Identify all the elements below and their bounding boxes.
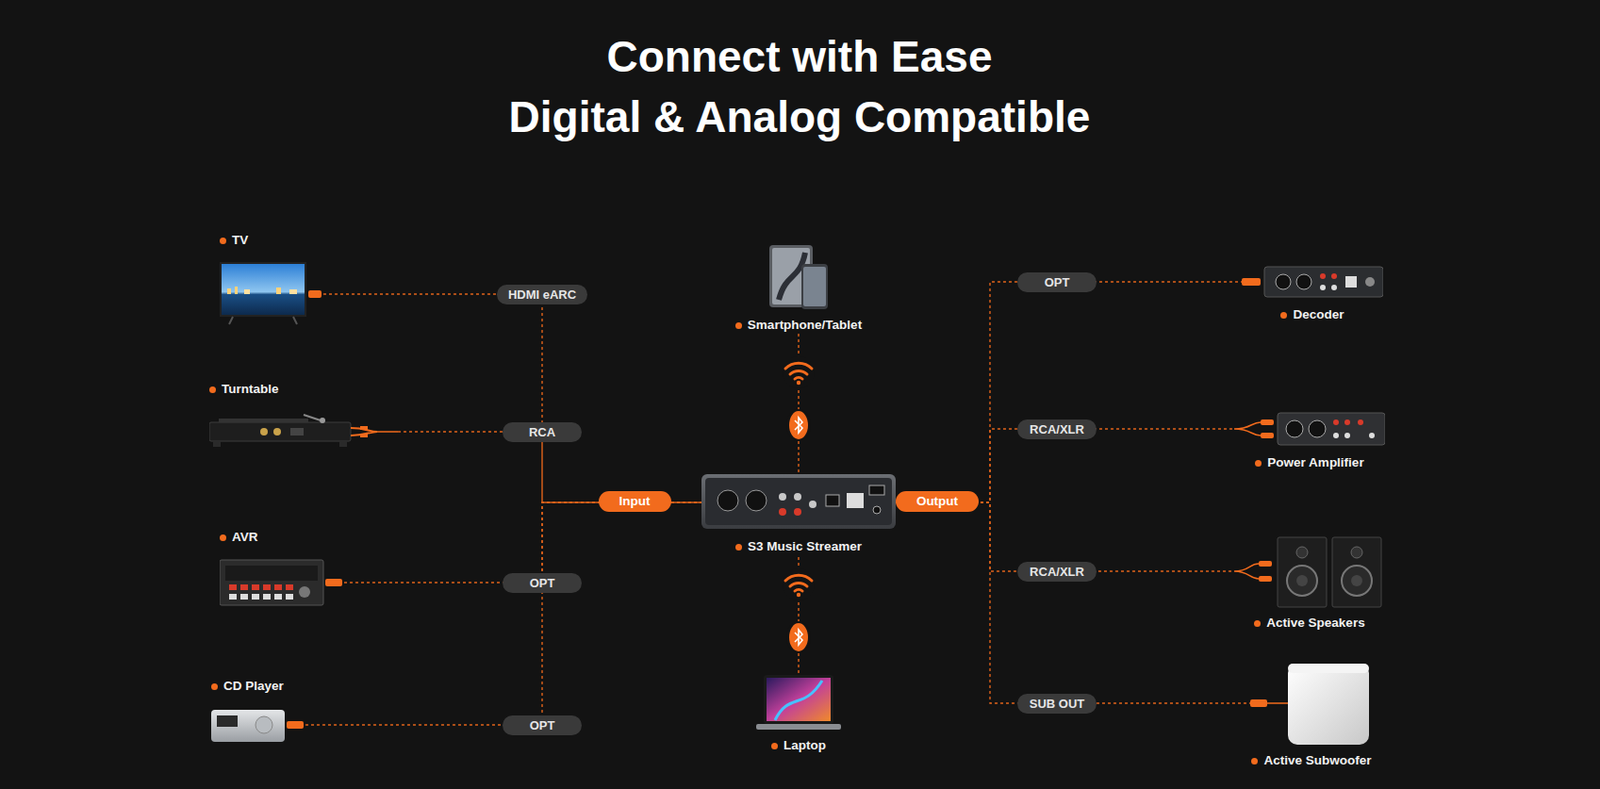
- device-illustration: [767, 243, 830, 312]
- device-label: CD Player: [211, 677, 284, 695]
- connection-pill: RCA/XLR: [1017, 561, 1097, 582]
- device-label: Decoder: [1280, 306, 1344, 324]
- device-name: Laptop: [783, 737, 826, 755]
- dashed-connector: [895, 502, 1251, 704]
- dashed-connector: [797, 555, 799, 674]
- device-name: TV: [231, 231, 248, 249]
- device-label: Laptop: [771, 737, 826, 755]
- connection-pill: OPT: [1017, 272, 1097, 293]
- device-name: Smartphone/Tablet: [747, 316, 862, 334]
- device-name: CD Player: [223, 677, 284, 695]
- device-label: S3 Music Streamer: [735, 538, 862, 556]
- device-label: Smartphone/Tablet: [735, 316, 862, 334]
- dashed-connector: [797, 333, 799, 475]
- connection-pill: OPT: [502, 715, 582, 736]
- device-label: Active Subwoofer: [1251, 752, 1371, 770]
- device-illustration: [1250, 659, 1373, 747]
- dashed-connector: [305, 502, 702, 726]
- subtitle: Digital & Analog Compatible: [509, 91, 1091, 143]
- subwoofer-device: Active Subwoofer: [1250, 659, 1373, 770]
- device-illustration: [219, 262, 324, 327]
- bullet-dot: [1254, 460, 1262, 467]
- bullet-dot: [735, 322, 743, 330]
- device-illustration: [211, 704, 306, 746]
- bullet-dot: [1253, 620, 1261, 627]
- dashed-connector: [895, 281, 1242, 503]
- device-illustration: [1234, 411, 1386, 447]
- speakers-device: Active Speakers: [1234, 533, 1386, 632]
- cd-player-device: CD Player: [211, 677, 306, 746]
- input-pill: Input: [598, 491, 672, 512]
- turntable-device: Turntable: [209, 380, 398, 451]
- output-pill: Output: [895, 491, 979, 512]
- device-label: AVR: [219, 528, 259, 546]
- streamer-device: S3 Music Streamer: [701, 474, 896, 556]
- decoder-device: Decoder: [1241, 264, 1384, 324]
- dashed-connector: [344, 502, 702, 583]
- bullet-dot: [1280, 312, 1287, 319]
- connection-pill: OPT: [502, 573, 582, 594]
- bullet-dot: [771, 742, 778, 750]
- device-illustration: [701, 474, 896, 531]
- tablet-device: Smartphone/Tablet: [735, 243, 862, 334]
- device-illustration: [756, 673, 842, 732]
- device-illustration: [209, 412, 398, 451]
- bullet-dot: [211, 683, 218, 691]
- bullet-dot: [219, 534, 227, 542]
- device-label: TV: [219, 231, 248, 249]
- device-name: Power Amplifier: [1267, 454, 1364, 472]
- device-label: Power Amplifier: [1254, 454, 1364, 472]
- device-name: AVR: [231, 528, 259, 546]
- amplifier-device: Power Amplifier: [1234, 411, 1386, 472]
- connection-pill: HDMI eARC: [496, 284, 588, 305]
- device-illustration: [1234, 533, 1386, 610]
- device-name: Active Speakers: [1266, 614, 1365, 632]
- device-name: Turntable: [221, 380, 280, 398]
- connection-pill: RCA/XLR: [1017, 419, 1097, 440]
- connection-pill: RCA: [502, 422, 582, 443]
- tv-device: TV: [219, 231, 324, 327]
- avr-device: AVR: [219, 528, 345, 608]
- device-label: Turntable: [209, 380, 280, 398]
- device-name: Active Subwoofer: [1263, 752, 1371, 770]
- bullet-dot: [219, 237, 227, 245]
- bullet-dot: [209, 386, 216, 394]
- dashed-connector: [323, 294, 702, 503]
- device-name: S3 Music Streamer: [747, 538, 862, 556]
- device-name: Decoder: [1292, 306, 1344, 324]
- device-label: Active Speakers: [1253, 614, 1365, 632]
- connection-pill: SUB OUT: [1017, 693, 1097, 714]
- title: Connect with Ease: [607, 31, 993, 83]
- bullet-dot: [735, 544, 743, 551]
- laptop-device: Laptop: [756, 673, 842, 755]
- bullet-dot: [1251, 758, 1258, 765]
- device-illustration: [1241, 264, 1384, 299]
- device-illustration: [219, 558, 345, 608]
